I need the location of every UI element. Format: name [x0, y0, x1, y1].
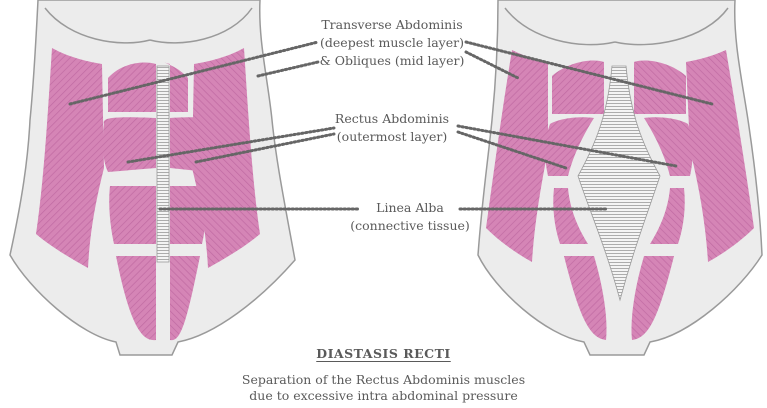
left-chest-line	[44, 7, 151, 44]
diastasis-torso	[477, 0, 763, 356]
dr-rectus-r4	[631, 256, 674, 340]
pointer-lines	[68, 40, 714, 211]
caption-title: DIASTASIS RECTI	[316, 346, 451, 361]
rectus-l4	[116, 256, 156, 341]
pointer-rectus-right-a	[456, 124, 678, 168]
dr-rectus-r3	[650, 188, 685, 244]
dr-rectus-r2	[644, 117, 693, 176]
dr-rectus-l4	[564, 256, 607, 340]
linea-alba-normal	[156, 65, 170, 263]
right-left-chest-line	[504, 7, 616, 46]
rectus-r4	[170, 256, 200, 341]
pointer-rectus-right-b	[456, 130, 568, 170]
label-linea-line1: Linea Alba	[376, 200, 444, 215]
pointer-rectus-left-a	[126, 126, 336, 164]
dr-rectus-l3	[553, 188, 588, 244]
label-rectus-line1: Rectus Abdominis	[334, 111, 450, 126]
label-transverse-line2: (deepest muscle layer)	[320, 35, 464, 50]
right-oblique-l	[192, 48, 260, 268]
left-oblique-l	[36, 48, 104, 268]
pointer-transverse-right-a	[464, 40, 714, 106]
right-right-chest-line	[614, 7, 729, 46]
normal-torso	[9, 0, 296, 356]
pointer-transverse-left	[68, 40, 320, 106]
dr-rectus-r1	[634, 60, 686, 114]
caption-line-1: Separation of the Rectus Abdominis muscl…	[241, 372, 526, 387]
right-chest-line	[149, 7, 253, 44]
caption-line-2: due to excessive intra abdominal pressur…	[249, 388, 518, 403]
linea-alba-widened	[577, 65, 661, 302]
label-linea: Linea Alba (connective tissue)	[350, 199, 470, 235]
rectus-l2	[102, 117, 156, 172]
label-transverse-line3: & Obliques (mid layer)	[319, 53, 465, 68]
label-rectus-line2: (outermost layer)	[336, 129, 448, 144]
pointer-obliques-left	[256, 60, 320, 78]
label-transverse: Transverse Abdominis (deepest muscle lay…	[320, 16, 465, 70]
pointer-rectus-left-b	[194, 132, 336, 164]
rectus-r3	[170, 186, 207, 244]
rectus-l3	[109, 186, 156, 244]
label-linea-line2: (connective tissue)	[350, 218, 470, 233]
label-rectus: Rectus Abdominis (outermost layer)	[335, 110, 449, 146]
pointer-obliques-right	[464, 50, 520, 80]
label-transverse-line1: Transverse Abdominis	[321, 17, 463, 32]
rectus-r2	[170, 117, 214, 172]
